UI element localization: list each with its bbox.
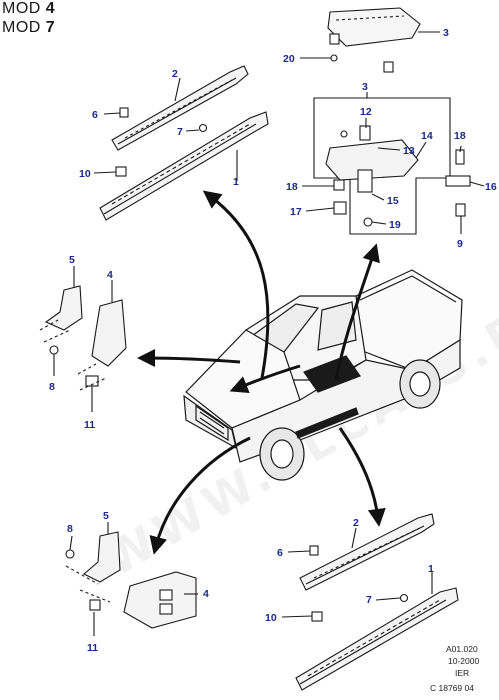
mod-4-prefix: MOD xyxy=(2,0,46,17)
callout-18-left: 18 xyxy=(286,181,298,193)
callout-18-right: 18 xyxy=(454,130,466,142)
top-right-callouts: 3 20 3 12 14 13 18 16 18 15 17 19 9 xyxy=(283,27,497,250)
callout-13: 13 xyxy=(403,145,415,157)
mod-7-heading: MOD 7 xyxy=(2,19,55,37)
top-left-step-rails xyxy=(93,65,269,221)
callout-10-top: 10 xyxy=(79,168,91,180)
arrow-hood xyxy=(229,364,301,394)
callout-6-top: 6 xyxy=(92,109,98,121)
callout-1-bottom: 1 xyxy=(428,563,434,575)
arrow-to-bottom-brackets xyxy=(149,436,251,555)
top-right-visor-assembly xyxy=(300,7,485,235)
callout-3-visor: 3 xyxy=(443,27,449,39)
bracket-5-bottom xyxy=(83,531,121,583)
sun-visor xyxy=(327,7,421,47)
clip-18-right xyxy=(455,149,465,165)
bottom-left-callouts: 8 5 4 11 xyxy=(67,510,209,654)
callout-11-bottom: 11 xyxy=(87,642,98,654)
clip-10-top xyxy=(115,166,127,177)
callout-10-bottom: 10 xyxy=(265,612,277,624)
callout-9: 9 xyxy=(457,238,463,250)
callout-16: 16 xyxy=(485,181,497,193)
pickup-truck xyxy=(183,269,463,481)
arrow-to-visor xyxy=(334,243,380,381)
callout-8-mid: 8 xyxy=(49,381,55,393)
callout-5-bottom: 5 xyxy=(103,510,109,522)
mid-left-callouts: 5 4 8 11 xyxy=(49,254,113,431)
fastener-6-top xyxy=(119,107,129,118)
callout-11-mid: 11 xyxy=(84,419,95,431)
illustration-number: C 18769 04 xyxy=(430,683,474,693)
front-bumper xyxy=(183,394,237,450)
pointer-arrows xyxy=(137,190,386,555)
bottom-right-callouts: 2 6 1 7 10 xyxy=(265,517,434,624)
callout-4-mid: 4 xyxy=(107,269,113,281)
reference-code: A01.020 xyxy=(446,644,478,654)
highlight-step xyxy=(295,407,359,439)
reference-region: IER xyxy=(455,668,470,678)
bracket-4-mid xyxy=(91,299,127,367)
callout-17: 17 xyxy=(290,206,302,218)
arrow-to-mid-brackets xyxy=(137,349,241,368)
callout-12: 12 xyxy=(360,106,372,118)
callout-7-bottom: 7 xyxy=(366,594,372,606)
callout-6-bottom: 6 xyxy=(277,547,283,559)
fastener-7-top xyxy=(198,123,208,133)
grille xyxy=(195,404,229,442)
callout-4-bottom: 4 xyxy=(203,588,209,600)
mod-7-prefix: MOD xyxy=(2,19,46,36)
upper-step-rail-bottom xyxy=(299,513,435,591)
clip-9 xyxy=(455,203,466,217)
mid-left-brackets xyxy=(39,266,127,412)
callout-5-mid: 5 xyxy=(69,254,75,266)
callout-19: 19 xyxy=(389,219,401,231)
callout-1-top: 1 xyxy=(233,176,239,188)
mod-7-number: 7 xyxy=(45,19,56,36)
callout-8-bottom: 8 xyxy=(67,523,73,535)
bracket-5-mid xyxy=(44,285,83,331)
bracket-16 xyxy=(445,175,471,187)
reference-date: 10-2000 xyxy=(448,656,480,666)
callout-14: 14 xyxy=(421,130,433,142)
bottom-left-brackets xyxy=(65,522,198,636)
callout-20: 20 xyxy=(283,53,295,65)
callout-15: 15 xyxy=(387,195,399,207)
callout-2-top: 2 xyxy=(172,68,178,80)
bottom-right-step-rails xyxy=(281,513,459,691)
screw-20 xyxy=(330,54,338,62)
callout-2-bottom: 2 xyxy=(353,517,359,529)
lower-step-rail-bottom xyxy=(295,587,459,691)
top-left-callouts: 2 6 7 10 1 xyxy=(79,68,239,188)
arrow-to-top-rails xyxy=(202,190,270,379)
callout-3-assembly: 3 xyxy=(362,81,368,93)
highlight-visor xyxy=(303,355,361,393)
mod-4-number: 4 xyxy=(45,0,56,17)
callout-7-top: 7 xyxy=(177,126,183,138)
detail-frame xyxy=(313,97,451,235)
mod-4-heading: MOD 4 xyxy=(2,0,55,18)
arrow-to-bottom-rails xyxy=(338,427,386,527)
